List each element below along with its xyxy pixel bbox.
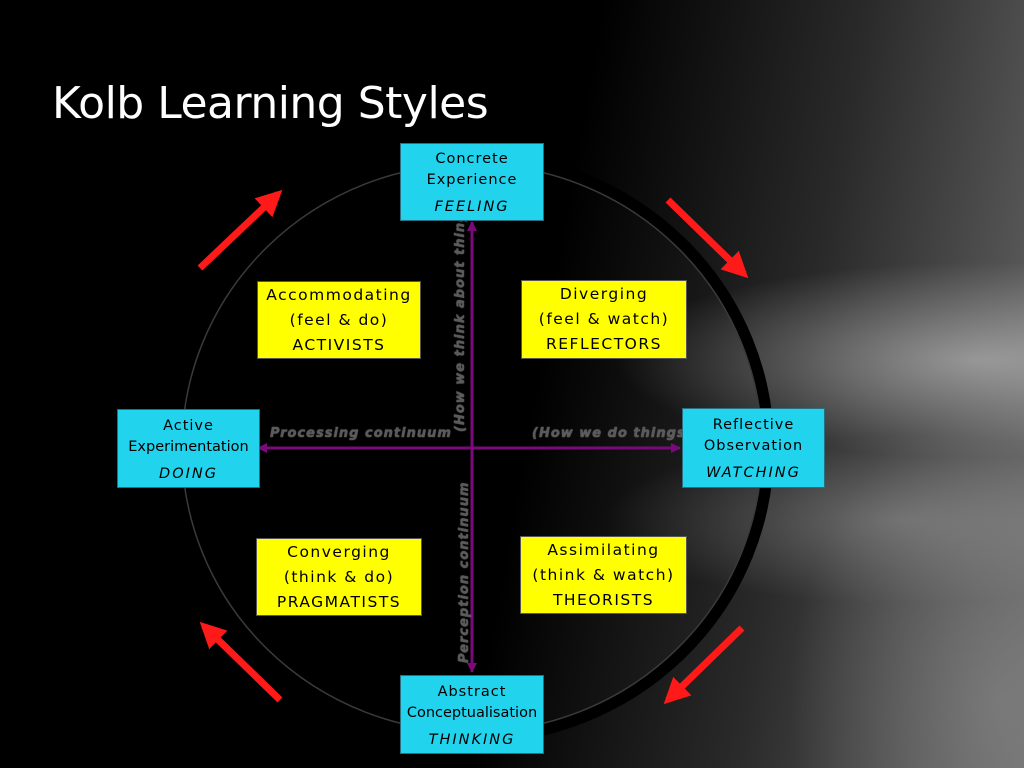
cycle-arrow-top-right <box>665 197 749 279</box>
how-we-do-label: (How we do things) <box>532 426 693 441</box>
node-verb: THINKING <box>428 731 516 748</box>
node-reflective-observation: Reflective Observation WATCHING <box>682 408 825 488</box>
node-line: Observation <box>703 438 804 454</box>
cycle-arrow-bottom-right <box>663 625 745 705</box>
node-verb: DOING <box>159 465 218 482</box>
node-abstract-conceptualisation: Abstract Conceptualisation THINKING <box>400 675 544 754</box>
quadrant-line: Assimilating <box>547 540 660 559</box>
quadrant-line: (feel & do) <box>289 310 389 329</box>
node-concrete-experience: Concrete Experience FEELING <box>400 143 544 221</box>
quadrant-accommodating: Accommodating (feel & do) ACTIVISTS <box>257 281 421 359</box>
quadrant-converging: Converging (think & do) PRAGMATISTS <box>256 538 422 616</box>
node-verb: WATCHING <box>706 465 801 481</box>
node-verb: FEELING <box>434 199 510 215</box>
slide-title: Kolb Learning Styles <box>52 78 489 129</box>
quadrant-line: REFLECTORS <box>545 335 662 353</box>
node-line: Conceptualisation <box>406 704 538 721</box>
node-line: Reflective <box>712 417 795 433</box>
how-we-think-label: (How we think about things) <box>453 195 468 432</box>
quadrant-line: (think & do) <box>283 567 395 586</box>
node-line: Abstract <box>437 683 507 700</box>
node-line: Concrete <box>435 151 509 167</box>
quadrant-line: Diverging <box>559 285 649 303</box>
quadrant-line: THEORISTS <box>552 590 655 609</box>
quadrant-line: Accommodating <box>266 285 412 304</box>
quadrant-diverging: Diverging (feel & watch) REFLECTORS <box>521 280 687 359</box>
node-line: Experience <box>426 172 518 188</box>
quadrant-assimilating: Assimilating (think & watch) THEORISTS <box>520 536 687 614</box>
quadrant-line: PRAGMATISTS <box>276 592 402 611</box>
perception-continuum-label: Perception continuum <box>457 481 472 664</box>
node-line: Experimentation <box>128 438 249 455</box>
processing-continuum-label: Processing continuum <box>270 426 452 441</box>
quadrant-line: Converging <box>287 542 391 561</box>
quadrant-line: (think & watch) <box>532 565 675 584</box>
node-active-experimentation: Active Experimentation DOING <box>117 409 260 488</box>
cycle-arrow-top-left <box>197 189 283 271</box>
cycle-arrow-bottom-left <box>199 621 283 703</box>
node-line: Active <box>163 417 214 434</box>
quadrant-line: (feel & watch) <box>538 310 670 328</box>
quadrant-line: ACTIVISTS <box>292 335 386 354</box>
